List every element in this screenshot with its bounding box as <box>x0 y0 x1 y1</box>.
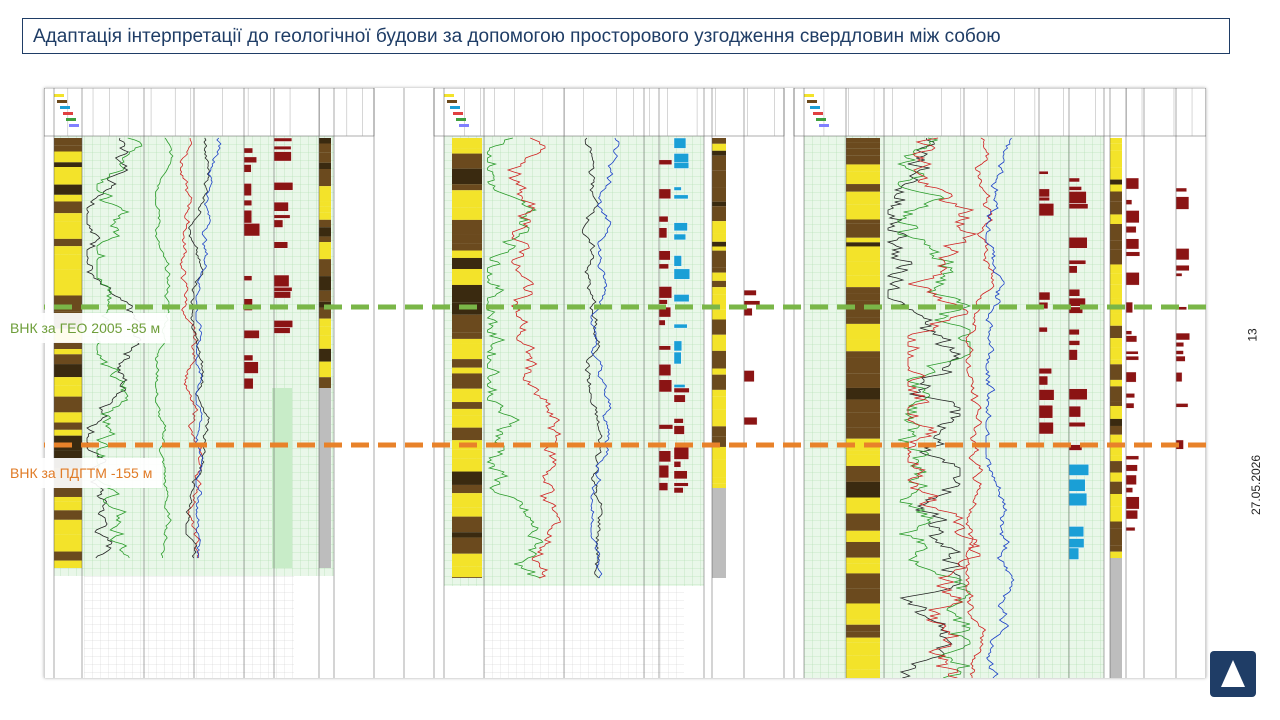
slide-title-box: Адаптація інтерпретації до геологічної б… <box>22 18 1230 54</box>
triangle-logo-icon <box>1221 660 1245 687</box>
geo-2005-contact-label: ВНК за ГЕО 2005 -85 м <box>0 313 171 343</box>
well-correlation-panel <box>44 88 1206 678</box>
company-logo <box>1210 651 1256 697</box>
slide-title: Адаптація інтерпретації до геологічної б… <box>33 26 1001 47</box>
page-number: 13 <box>1245 328 1260 342</box>
pdgtm-contact-label: ВНК за ПДГТМ -155 м <box>0 458 163 488</box>
slide-date: 27.05.2026 <box>1249 454 1263 516</box>
well-logs-image <box>44 88 1206 678</box>
